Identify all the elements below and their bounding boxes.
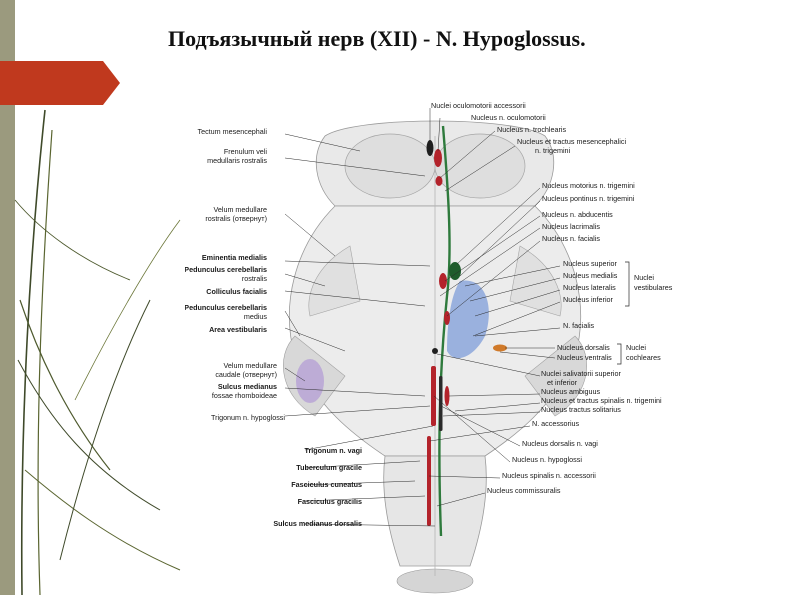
label-nucleus-ventralis: Nucleus ventralis bbox=[557, 353, 612, 362]
label-nucleus-medialis: Nucleus medialis bbox=[563, 271, 618, 280]
label-nucleus-tractus-spinalis: Nucleus et tractus spinalis n. trigemini bbox=[541, 396, 662, 405]
label-nucleus-inferior: Nucleus inferior bbox=[563, 295, 614, 304]
nucleus-oculomotor bbox=[434, 149, 442, 167]
label-tuberculum-gracile: Tuberculum gracile bbox=[296, 463, 362, 472]
label-velum-rostral-2: rostralis (отвернут) bbox=[205, 214, 267, 223]
right-peduncle bbox=[524, 335, 587, 417]
cochlear-nuclei bbox=[493, 344, 507, 352]
label-nucleus-dorsalis-vagi: Nucleus dorsalis n. vagi bbox=[522, 439, 598, 448]
right-labels: Nuclei oculomotorii accessorii Nucleus n… bbox=[431, 101, 673, 495]
label-nucleus-superior: Nucleus superior bbox=[563, 259, 618, 268]
label-velum-caudal: Velum medullare bbox=[223, 361, 277, 370]
label-peduncle-medius: Pedunculus cerebellaris bbox=[185, 303, 267, 312]
label-velum-rostral: Velum medullare bbox=[213, 205, 267, 214]
left-velum bbox=[308, 245, 361, 317]
label-nucleus-motorius-trigemini: Nucleus motorius n. trigemini bbox=[542, 181, 635, 190]
left-colliculus bbox=[344, 133, 436, 199]
label-nucleus-lateralis: Nucleus lateralis bbox=[563, 283, 616, 292]
brainstem-diagram: Tectum mesencephali Frenulum veli medull… bbox=[185, 96, 685, 595]
label-fasciculus-cuneatus: Fasciculus cuneatus bbox=[291, 480, 362, 489]
right-leader-lines bbox=[428, 108, 561, 507]
label-peduncle-rostral-2: rostralis bbox=[242, 274, 268, 283]
label-nucleus-mesencephalici-2: n. trigemini bbox=[535, 146, 571, 155]
label-nucleus-tractus-solitarius: Nucleus tractus solitarius bbox=[541, 405, 621, 414]
label-nucleus-spinalis-accessorii: Nucleus spinalis n. accessorii bbox=[502, 471, 596, 480]
nucleus-motor-trigeminal bbox=[449, 262, 461, 280]
side-bar bbox=[0, 0, 15, 595]
green-tract bbox=[438, 125, 451, 537]
choroid-plexus bbox=[296, 359, 324, 403]
label-nucleus-pontinus: Nucleus pontinus n. trigemini bbox=[542, 194, 635, 203]
nucleus-abducens bbox=[439, 273, 447, 289]
label-nucleus-lacrimalis: Nucleus lacrimalis bbox=[542, 222, 600, 231]
label-colliculus-facialis: Colliculus facialis bbox=[206, 287, 267, 296]
label-sulcus-dorsalis: Sulcus medianus dorsalis bbox=[273, 519, 362, 528]
left-leader-lines bbox=[284, 133, 436, 527]
nucleus-ambiguus bbox=[444, 386, 450, 406]
label-tectum: Tectum mesencephali bbox=[197, 127, 267, 136]
right-velum bbox=[509, 245, 562, 317]
label-eminentia: Eminentia medialis bbox=[202, 253, 267, 262]
slide-title: Подъязычный нерв (XII) - N. Hypoglossus. bbox=[168, 26, 586, 51]
nucleus-salivatory bbox=[432, 348, 438, 354]
label-area-vestibularis: Area vestibularis bbox=[209, 325, 267, 334]
label-nucleus-trochlearis: Nucleus n. trochlearis bbox=[497, 125, 567, 134]
label-frenulum: Frenulum veli bbox=[224, 147, 268, 156]
label-group-cochlear: Nuclei bbox=[626, 343, 646, 352]
label-peduncle-medius-2: medius bbox=[244, 312, 268, 321]
nucleus-oculomotor-accessory bbox=[426, 140, 434, 156]
label-trigonum-vagi: Trigonum n. vagi bbox=[304, 446, 362, 455]
label-velum-caudal-2: caudale (отвернут) bbox=[215, 370, 277, 379]
label-frenulum-2: medullaris rostralis bbox=[207, 156, 267, 165]
nucleus-facial bbox=[444, 311, 450, 325]
label-group-vestibular-2: vestibulares bbox=[634, 283, 673, 292]
cochlear-brace bbox=[617, 343, 622, 365]
label-nuclei-salivatorii-2: et inferior bbox=[547, 378, 578, 387]
label-nucleus-oculomotorii: Nucleus n. oculomotorii bbox=[471, 113, 546, 122]
label-group-cochlear-2: cochleares bbox=[626, 353, 661, 362]
nucleus-hypoglossal bbox=[431, 366, 436, 426]
label-n-accessorius: N. accessorius bbox=[532, 419, 580, 428]
label-sulcus-medianus: Sulcus medianus bbox=[218, 382, 277, 391]
label-nucleus-ambiguus: Nucleus ambiguus bbox=[541, 387, 601, 396]
label-nucleus-mesencephalici: Nucleus et tractus mesencephalici bbox=[517, 137, 626, 146]
left-labels: Tectum mesencephali Frenulum veli medull… bbox=[185, 127, 362, 528]
label-nuclei-salivatorii: Nuclei salivatorii superior bbox=[541, 369, 621, 378]
nucleus-trochlear bbox=[435, 176, 443, 186]
label-peduncle-rostral: Pedunculus cerebellaris bbox=[185, 265, 267, 274]
label-n-facialis: N. facialis bbox=[563, 321, 595, 330]
nucleus-accessory-spinal bbox=[427, 436, 431, 526]
label-group-vestibular: Nuclei bbox=[634, 273, 654, 282]
label-nucleus-hypoglossi: Nucleus n. hypoglossi bbox=[512, 455, 582, 464]
label-fasciculus-gracilis: Fasciculus gracilis bbox=[298, 497, 362, 506]
vestibular-nuclei-area bbox=[447, 280, 489, 359]
label-nucleus-commissuralis: Nucleus commissuralis bbox=[487, 486, 561, 495]
label-nucleus-abducentis: Nucleus n. abducentis bbox=[542, 210, 613, 219]
nucleus-vagus bbox=[439, 376, 443, 431]
label-nucleus-facialis: Nucleus n. facialis bbox=[542, 234, 600, 243]
accent-arrow-tab bbox=[0, 61, 120, 105]
label-trigonum-hypoglossi: Trigonum n. hypoglossi bbox=[211, 413, 285, 422]
label-nuclei-oculomotorii-accessorii: Nuclei oculomotorii accessorii bbox=[431, 101, 526, 110]
vestibular-brace bbox=[625, 261, 630, 307]
label-nucleus-dorsalis: Nucleus dorsalis bbox=[557, 343, 610, 352]
label-sulcus-medianus-2: fossae rhomboideae bbox=[212, 391, 277, 400]
brainstem-illustration: Tectum mesencephali Frenulum veli medull… bbox=[185, 96, 685, 595]
